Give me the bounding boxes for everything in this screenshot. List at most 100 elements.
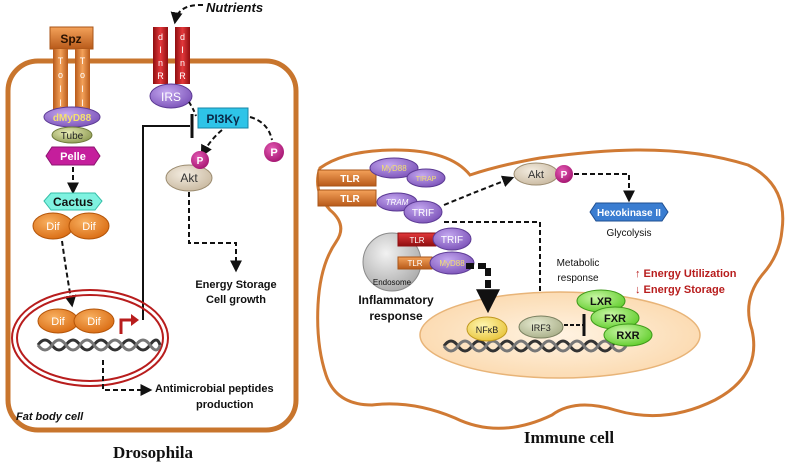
akt-label: Akt — [180, 171, 198, 185]
nuclear-dif-right-label: Dif — [87, 316, 101, 328]
irs-to-pi3k-line — [188, 101, 197, 117]
hexokinase-label: Hexokinase II — [597, 208, 661, 219]
inflammatory-label-line1: Inflammatory — [358, 293, 434, 307]
tlr-label-top: TLR — [340, 174, 360, 185]
myd88-to-nfkb-arrow — [466, 263, 500, 314]
inflammatory-label-line2: response — [369, 309, 423, 323]
nuclear-dif-left-label: Dif — [51, 316, 65, 328]
glycolysis-label: Glycolysis — [606, 228, 651, 239]
dmyd88-label: dMyD88 — [53, 113, 92, 124]
tube-node — [51, 126, 93, 144]
drosophila-dna-strand-a — [36, 338, 162, 352]
pi3k-node — [197, 107, 249, 129]
toll-letter-2b: o — [80, 70, 85, 80]
irs-node — [149, 83, 193, 109]
dif-to-nucleus-arrow — [61, 240, 77, 308]
pelle-node — [45, 146, 101, 166]
energy-utilization-label: ↑ Energy Utilization — [635, 268, 737, 280]
dinr-letter-3b: n — [180, 58, 185, 68]
toll-letter-3: l — [60, 84, 62, 94]
phosphate-free — [264, 142, 284, 162]
akt-node — [165, 164, 213, 192]
immune-akt-label: Akt — [528, 169, 544, 181]
dif-label-right: Dif — [82, 221, 96, 233]
dinr-bar-left — [153, 27, 168, 84]
cactus-label: Cactus — [53, 195, 93, 209]
endosome-tlr-red-label: TLR — [409, 236, 424, 245]
cactus-node — [43, 192, 103, 211]
hexokinase-node — [589, 202, 669, 222]
endosome-label: Endosome — [373, 278, 412, 287]
immune-dna-strand-a — [442, 339, 628, 353]
immune-nucleus — [419, 291, 701, 379]
dinr-receptor: d I n R d I n R — [153, 27, 190, 84]
irf3-label: IRF3 — [531, 323, 551, 333]
energy-storage-immune-label: ↓ Energy Storage — [635, 284, 725, 296]
akt-phosphate-label: P — [197, 156, 204, 167]
rxr-label: RXR — [616, 330, 639, 342]
metabolic-label-line1: Metabolic — [557, 258, 600, 269]
toll-letter-1: T — [58, 56, 64, 66]
dinr-letter-2b: I — [181, 45, 184, 55]
trif-node-surface — [403, 200, 443, 224]
dinr-letter-2: I — [159, 45, 162, 55]
akt-phosphate — [191, 151, 209, 169]
pelle-label: Pelle — [60, 151, 86, 163]
dinr-letter-3: n — [158, 58, 163, 68]
akt-to-hexokinase-arrow — [574, 173, 635, 203]
phosphate-free-label: P — [270, 147, 277, 159]
toll-receptor: Spz T o l l T o l l — [49, 26, 94, 115]
tlr-label-bottom: TLR — [340, 194, 360, 205]
endosome-tlr-orange-label: TLR — [407, 259, 422, 268]
toll-letter-3b: l — [82, 84, 84, 94]
myd88-node — [369, 157, 419, 179]
cell-growth-label: Cell growth — [206, 294, 266, 306]
tirap-label: TIRAP — [416, 176, 437, 183]
trif-label-endosome: TRIF — [441, 235, 463, 246]
toll-letter-2: o — [58, 70, 63, 80]
myd88-label: MyD88 — [381, 164, 407, 173]
dinr-letter-1b: d — [180, 32, 185, 42]
dif-node-right — [68, 212, 110, 240]
tram-label: TRAM — [386, 198, 409, 207]
pi3k-to-akt-arrow — [200, 129, 223, 158]
pi3k-label: PI3Kγ — [206, 112, 240, 126]
toll-bar-left — [53, 49, 68, 115]
trif-to-akt-arrow — [443, 175, 515, 206]
nfkb-node — [466, 316, 508, 342]
nfkb-label: NFκB — [476, 325, 499, 335]
drosophila-nucleus-inner — [16, 294, 164, 382]
pi3k-to-p-arc — [249, 116, 273, 141]
transcription-start-arrow — [119, 318, 132, 334]
toll-letter-4: l — [60, 98, 62, 108]
nutrients-label: Nutrients — [206, 0, 263, 15]
fat-body-cell-label: Fat body cell — [16, 411, 84, 423]
drosophila-nucleus-outer — [11, 289, 169, 387]
irf3-node — [518, 315, 564, 339]
myd88-label-endosome: MyD88 — [439, 259, 465, 268]
dinr-letter-1: d — [158, 32, 163, 42]
trif-to-irf3-arrow — [444, 221, 546, 318]
immune-akt-phosphate — [555, 165, 573, 183]
amp-label-line1: Antimicrobial peptides — [155, 383, 274, 395]
toll-bar-right — [75, 49, 90, 115]
nucleus-inhibits-pi3k-line — [142, 125, 190, 320]
dinr-bar-right — [175, 27, 190, 84]
dif-label-left: Dif — [46, 221, 60, 233]
nucleus-to-amp-arrow — [102, 360, 153, 396]
toll-letter-4b: l — [82, 98, 84, 108]
amp-label-line2: production — [196, 399, 254, 411]
trif-label-surface: TRIF — [412, 208, 434, 219]
metabolic-label-line2: response — [557, 273, 599, 284]
tube-label: Tube — [61, 131, 84, 142]
drosophila-title: Drosophila — [113, 443, 193, 462]
spz-label: Spz — [60, 32, 81, 46]
drosophila-dna-strand-b — [36, 338, 162, 352]
rxr-node — [603, 323, 653, 347]
fxr-label: FXR — [604, 313, 626, 325]
immune-cell-title: Immune cell — [524, 428, 614, 447]
energy-storage-label: Energy Storage — [195, 279, 276, 291]
irs-label: IRS — [161, 90, 181, 104]
tirap-node — [406, 168, 446, 188]
